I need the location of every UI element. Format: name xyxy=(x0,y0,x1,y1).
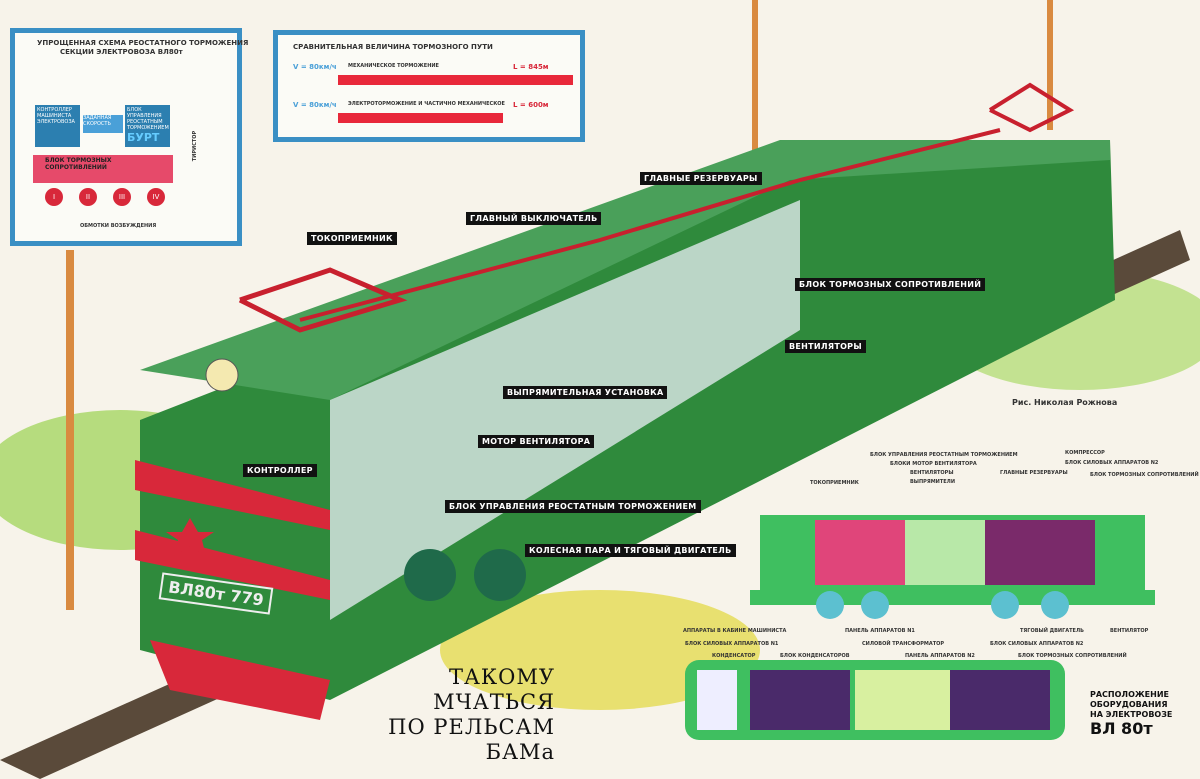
callout: ВЫПРЯМИТЕЛЬНАЯ УСТАНОВКА xyxy=(503,386,668,399)
headline-line: ПО РЕЛЬСАМ БАМа xyxy=(388,715,555,764)
side-label: ТОКОПРИЕМНИК xyxy=(810,480,859,486)
plan-label: БЛОК СИЛОВЫХ АППАРАТОВ N1 xyxy=(685,641,779,647)
inset-title: УПРОЩЕННАЯ СХЕМА РЕОСТАТНОГО ТОРМОЖЕНИЯ xyxy=(37,39,249,47)
pantograph xyxy=(238,267,408,333)
callout: ТОКОПРИЕМНИК xyxy=(307,232,397,245)
motor: II xyxy=(79,188,97,206)
distance-arrow xyxy=(338,75,573,85)
side-view-diagram xyxy=(750,515,1155,619)
speed: V = 80км/ч xyxy=(293,63,337,71)
compartment xyxy=(815,520,905,585)
compartment xyxy=(905,520,985,585)
callout: МОТОР ВЕНТИЛЯТОРА xyxy=(478,435,595,448)
headline-line: МЧАТЬСЯ xyxy=(433,690,555,714)
plan-label: БЛОК СИЛОВЫХ АППАРАТОВ N2 xyxy=(990,641,1084,647)
excitation-label: ОБМОТКИ ВОЗБУЖДЕНИЯ xyxy=(80,223,157,229)
callout: БЛОК ТОРМОЗНЫХ СОПРОТИВЛЕНИЙ xyxy=(795,278,986,291)
plan-label: БЛОК ТОРМОЗНЫХ СОПРОТИВЛЕНИЙ xyxy=(1018,653,1127,659)
inset-title: СРАВНИТЕЛЬНАЯ ВЕЛИЧИНА ТОРМОЗНОГО ПУТИ xyxy=(293,43,493,51)
side-label: БЛОК УПРАВЛЕНИЯ РЕОСТАТНЫМ ТОРМОЖЕНИЕМ xyxy=(870,452,1018,458)
frame xyxy=(750,590,1155,605)
row-label: МЕХАНИЧЕСКОЕ ТОРМОЖЕНИЕ xyxy=(348,63,439,69)
skirt xyxy=(150,640,330,720)
inset-subtitle: СЕКЦИИ ЭЛЕКТРОВОЗА ВЛ80т xyxy=(60,48,183,56)
motor: I xyxy=(45,188,63,206)
pantograph xyxy=(988,82,1075,133)
burt-label: БЛОК УПРАВЛЕНИЯ РЕОСТАТНЫМ ТОРМОЖЕНИЕМ xyxy=(127,107,169,131)
side-label: БЛОКИ МОТОР ВЕНТИЛЯТОРА xyxy=(890,461,977,467)
side-label: ТЯГОВЫЙ ДВИГАТЕЛЬ xyxy=(1020,628,1084,634)
burt-name: БУРТ xyxy=(127,131,160,144)
distance-arrow xyxy=(338,113,503,123)
locomotive-roof xyxy=(140,140,1110,400)
thyristor-label: ТИРИСТОР xyxy=(192,130,199,162)
distance: L = 845м xyxy=(513,63,549,71)
side-label: ГЛАВНЫЕ РЕЗЕРВУАРЫ xyxy=(1000,470,1068,476)
row-label: ЭЛЕКТРОТОРМОЖЕНИЕ И ЧАСТИЧНО МЕХАНИЧЕСКО… xyxy=(348,101,505,107)
motor: IV xyxy=(147,188,165,206)
side-label: БЛОК ТОРМОЗНЫХ СОПРОТИВЛЕНИЙ xyxy=(1090,472,1199,478)
compartment xyxy=(750,670,850,730)
headline: ТАКОМУ МЧАТЬСЯ ПО РЕЛЬСАМ БАМа xyxy=(330,665,555,765)
red-star xyxy=(166,518,214,556)
plan-label: КОНДЕНСАТОР xyxy=(712,653,756,659)
distance: L = 600м xyxy=(513,101,549,109)
cab xyxy=(697,670,737,730)
side-label: ВЕНТИЛЯТОРЫ xyxy=(910,470,954,476)
headline-line: ТАКОМУ xyxy=(448,665,555,689)
motor: III xyxy=(113,188,131,206)
caption-model: ВЛ 80т xyxy=(1090,719,1153,738)
grass xyxy=(440,590,760,710)
side-label: АППАРАТЫ В КАБИНЕ МАШИНИСТА xyxy=(683,628,787,634)
callout: ГЛАВНЫЕ РЕЗЕРВУАРЫ xyxy=(640,172,762,185)
artist-credit: Рис. Николая Рожнова xyxy=(1012,398,1118,407)
callout: КОНТРОЛЛЕР xyxy=(243,464,317,477)
callout: ГЛАВНЫЙ ВЫКЛЮЧАТЕЛЬ xyxy=(466,212,602,225)
controller-box: КОНТРОЛЛЕР МАШИНИСТА ЭЛЕКТРОВОЗА xyxy=(35,105,80,147)
compartment xyxy=(985,520,1095,585)
inset-braking-distance: СРАВНИТЕЛЬНАЯ ВЕЛИЧИНА ТОРМОЗНОГО ПУТИ V… xyxy=(273,30,585,142)
headlight xyxy=(205,358,239,392)
layout-caption: РАСПОЛОЖЕНИЕ ОБОРУДОВАНИЯ НА ЭЛЕКТРОВОЗЕ… xyxy=(1090,690,1172,738)
plan-label: БЛОК КОНДЕНСАТОРОВ xyxy=(780,653,850,659)
callout: КОЛЕСНАЯ ПАРА И ТЯГОВЫЙ ДВИГАТЕЛЬ xyxy=(525,544,736,557)
caption-line: РАСПОЛОЖЕНИЕ xyxy=(1090,690,1169,699)
wheel xyxy=(404,549,456,601)
speed: V = 80км/ч xyxy=(293,101,337,109)
transformer-area xyxy=(855,670,950,730)
cutaway-interior xyxy=(330,200,800,620)
side-label: БЛОК СИЛОВЫХ АППАРАТОВ N2 xyxy=(1065,460,1159,466)
side-label: ВЕНТИЛЯТОР xyxy=(1110,628,1149,634)
callout: БЛОК УПРАВЛЕНИЯ РЕОСТАТНЫМ ТОРМОЖЕНИЕМ xyxy=(445,500,701,513)
plan-label: ПАНЕЛЬ АППАРАТОВ N2 xyxy=(905,653,975,659)
roof-bus xyxy=(299,128,1001,322)
side-label: КОМПРЕССОР xyxy=(1065,450,1105,456)
side-label: ВЫПРЯМИТЕЛИ xyxy=(910,479,956,485)
motors: I II III IV xyxy=(45,188,165,206)
plan-label: СИЛОВОЙ ТРАНСФОРМАТОР xyxy=(862,641,945,647)
resistor-block: БЛОК ТОРМОЗНЫХ СОПРОТИВЛЕНИЙ xyxy=(33,155,173,183)
side-label: ПАНЕЛЬ АППАРАТОВ N1 xyxy=(845,628,915,634)
caption-line: ОБОРУДОВАНИЯ xyxy=(1090,700,1168,709)
callout: ВЕНТИЛЯТОРЫ xyxy=(785,340,866,353)
inset-braking-scheme: УПРОЩЕННАЯ СХЕМА РЕОСТАТНОГО ТОРМОЖЕНИЯ … xyxy=(10,28,248,246)
caption-line: НА ЭЛЕКТРОВОЗЕ xyxy=(1090,710,1173,719)
speed-arrow: ЗАДАННАЯ СКОРОСТЬ xyxy=(83,115,123,133)
plan-view-diagram xyxy=(685,660,1065,740)
red-stripe xyxy=(135,460,330,530)
compartment xyxy=(950,670,1050,730)
wheel xyxy=(474,549,526,601)
